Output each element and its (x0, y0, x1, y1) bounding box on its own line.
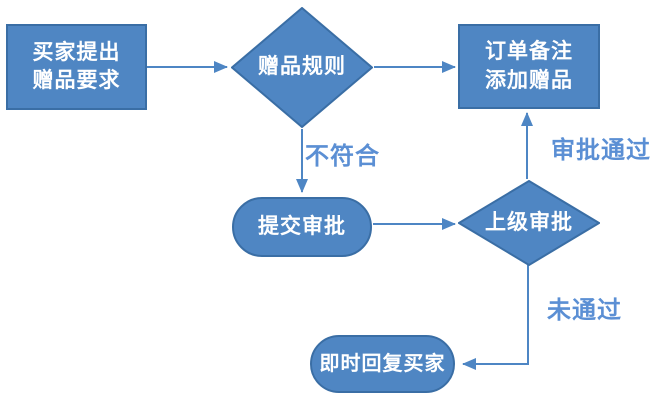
edge-label-rejected: 未通过 (547, 297, 622, 324)
node-order-note: 订单备注 添加赠品 (458, 24, 600, 109)
edge-label-approved: 审批通过 (551, 137, 651, 164)
node-reply-buyer-label: 即时回复买家 (319, 352, 446, 375)
diamond-shape (458, 180, 600, 266)
node-buyer-request: 买家提出 赠品要求 (6, 24, 147, 110)
node-reply-buyer: 即时回复买家 (310, 335, 455, 393)
node-gift-rules-label: 赠品规则 (258, 55, 346, 79)
node-submit-approval: 提交审批 (232, 197, 372, 257)
node-order-note-label: 订单备注 添加赠品 (485, 40, 573, 92)
node-gift-rules: 赠品规则 (231, 7, 373, 128)
diamond-shape (231, 7, 373, 128)
node-buyer-request-label: 买家提出 赠品要求 (32, 40, 121, 92)
edge-label-not-compliant: 不符合 (305, 143, 380, 170)
node-supervisor-approval: 上级审批 (458, 180, 600, 266)
node-supervisor-approval-label: 上级审批 (485, 210, 573, 234)
edge-supervisor-to-reply (462, 265, 529, 370)
node-submit-approval-label: 提交审批 (258, 214, 346, 238)
